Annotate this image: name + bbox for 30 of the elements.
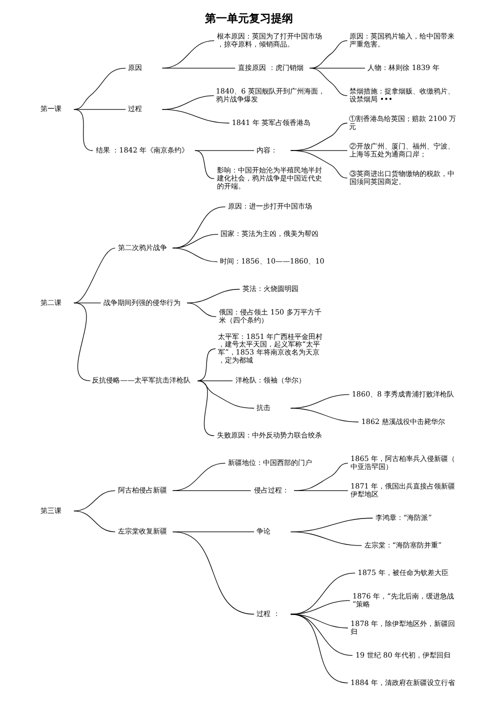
connector — [196, 348, 216, 382]
connector — [172, 462, 226, 491]
connector — [73, 302, 101, 304]
connector — [308, 68, 348, 96]
connector — [293, 462, 348, 491]
connector — [161, 40, 214, 69]
connector — [73, 248, 115, 304]
connector — [73, 302, 90, 382]
connector — [172, 490, 251, 491]
connector — [290, 150, 348, 178]
connector — [172, 532, 254, 615]
connector — [161, 109, 230, 124]
connector — [290, 532, 362, 546]
connector — [172, 206, 226, 248]
connector — [293, 490, 348, 491]
connector — [172, 248, 218, 262]
connector — [73, 109, 93, 151]
connector — [172, 234, 218, 248]
connector — [73, 510, 115, 532]
connector — [194, 150, 214, 180]
connector — [73, 109, 126, 110]
connector — [290, 122, 348, 151]
connector — [161, 68, 235, 69]
connector — [73, 68, 126, 110]
connector — [290, 614, 348, 684]
connector — [186, 288, 240, 304]
diagram-title: 第一单元复习提纲 — [204, 12, 293, 26]
connector — [196, 380, 214, 436]
connector — [290, 408, 358, 422]
connector — [186, 302, 216, 318]
